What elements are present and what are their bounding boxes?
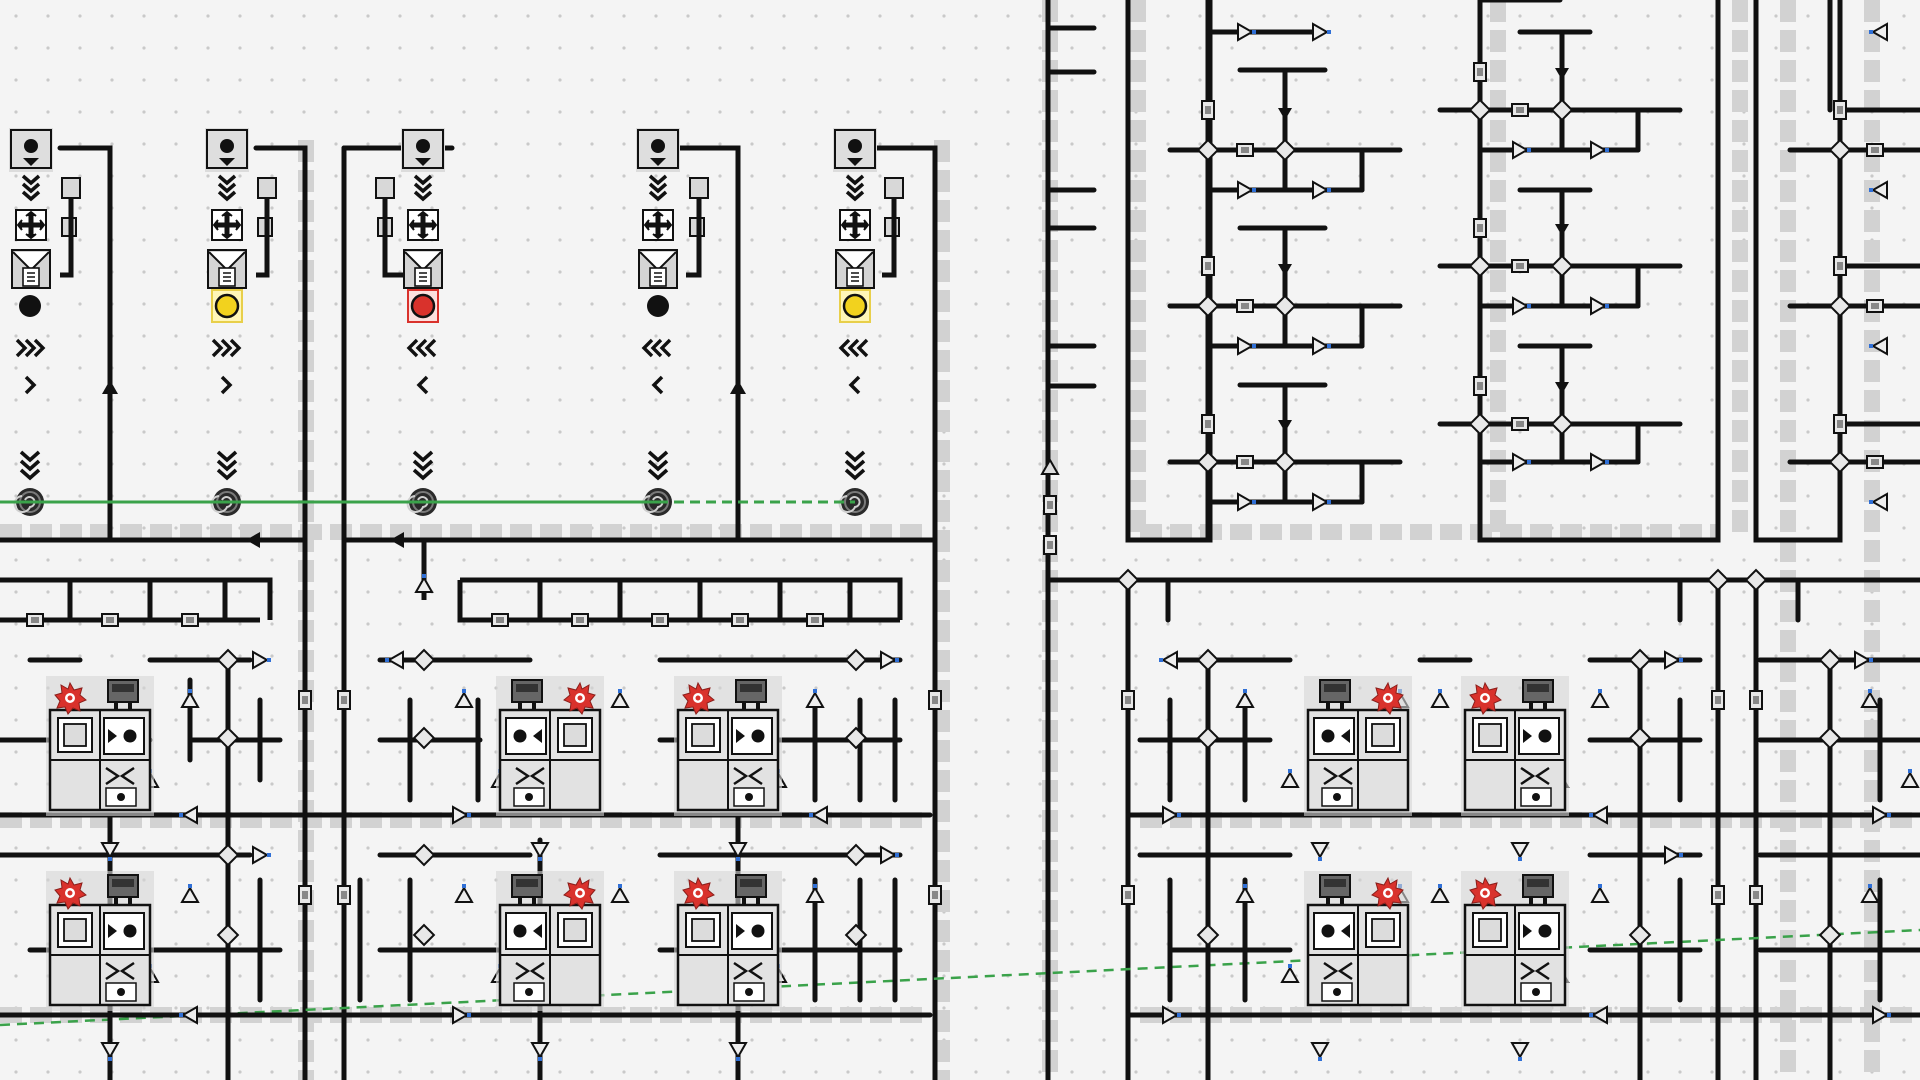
reactor-1[interactable] — [44, 674, 156, 818]
status-dot-icon — [842, 293, 868, 319]
arrow-icon — [848, 375, 861, 395]
collector-rail-left — [0, 577, 903, 623]
spawner-column-2[interactable] — [205, 128, 277, 517]
wire-arrows — [102, 380, 1060, 548]
status-dot-icon — [19, 295, 41, 317]
arrow-icon — [220, 375, 233, 395]
reactor-6[interactable] — [672, 869, 784, 1013]
splitter-arrows — [1278, 68, 1569, 432]
divider-latch-2[interactable] — [1043, 535, 1057, 555]
reactor-9[interactable] — [1302, 869, 1414, 1013]
reactor-8[interactable] — [1459, 674, 1571, 818]
reactor-7[interactable] — [1302, 674, 1414, 818]
status-dot-icon — [410, 293, 436, 319]
spawner-column-4[interactable] — [636, 128, 709, 517]
status-dot-icon — [214, 293, 240, 319]
spawner-column-5[interactable] — [833, 128, 904, 517]
arrow-icon — [651, 375, 664, 395]
green-link-diagonal — [0, 928, 1920, 1027]
divider-latch-1[interactable] — [1043, 495, 1057, 515]
reactor-3[interactable] — [672, 674, 784, 818]
reactor-4[interactable] — [44, 869, 156, 1013]
reactor-5[interactable] — [494, 869, 606, 1013]
status-dot-icon — [647, 295, 669, 317]
arrow-icon — [416, 375, 429, 395]
arrow-icon — [24, 375, 37, 395]
spawner-column-1[interactable] — [9, 128, 81, 517]
reactor-2[interactable] — [494, 674, 606, 818]
reactor-10[interactable] — [1459, 869, 1571, 1013]
spawner-column-3[interactable] — [375, 128, 445, 517]
